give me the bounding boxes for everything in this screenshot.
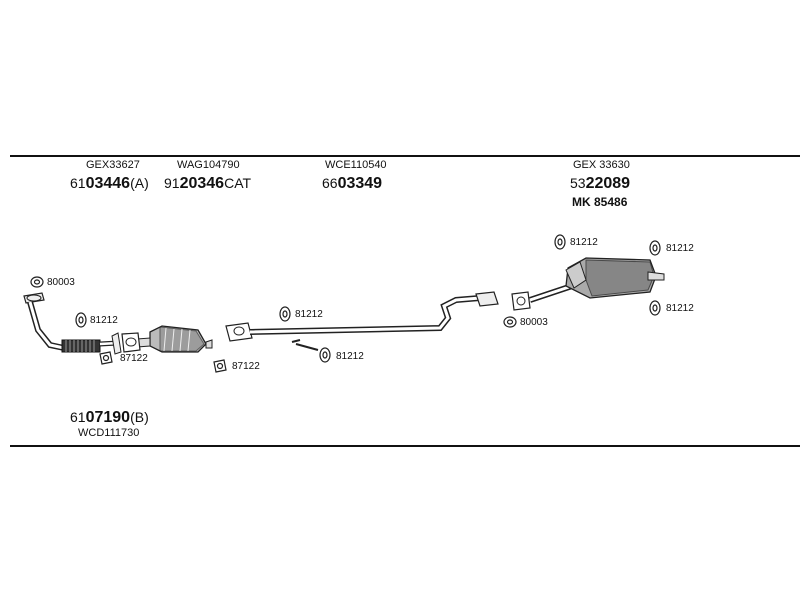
part-number: 6107190(B) [70, 410, 149, 426]
part-ref-label: WCD111730 [78, 427, 140, 439]
rubber-mount-icon [75, 312, 87, 328]
gasket-icon [99, 351, 113, 365]
clamp-ring-icon [30, 276, 44, 288]
callout-code: 81212 [336, 351, 364, 362]
callout-icons [30, 234, 661, 373]
part-number-suffix: CAT [224, 175, 252, 191]
part-number: 5322089 [570, 176, 630, 192]
rubber-mount-icon [649, 240, 661, 256]
rubber-mount-icon [554, 234, 566, 250]
callout-code: 87122 [232, 361, 260, 372]
part-number-main: 03349 [337, 175, 383, 192]
part-number-prefix: 61 [70, 409, 86, 425]
callout-code: 87122 [120, 353, 148, 364]
part-number-main: 22089 [585, 175, 631, 192]
part-number-main: 07190 [85, 409, 131, 426]
part-number-prefix: 61 [70, 175, 86, 191]
part-number-prefix: 91 [164, 175, 180, 191]
part-ref-label: GEX 33630 [573, 159, 630, 171]
middle-pipe [225, 291, 499, 351]
part-number-suffix: (A) [130, 175, 149, 191]
part-number-prefix: 66 [322, 175, 338, 191]
part-number: 6603349 [322, 176, 382, 192]
callout-code: 80003 [47, 277, 75, 288]
part-number: 9120346CAT [164, 176, 251, 192]
part-number: 6103446(A) [70, 176, 149, 192]
part-ref-label: GEX33627 [86, 159, 140, 171]
part-mk-number: MK 85486 [572, 195, 628, 209]
part-ref-label: WCE110540 [325, 159, 387, 171]
part-ref-label: WAG104790 [177, 159, 240, 171]
rear-silencer [511, 257, 665, 311]
part-number-main: 20346 [179, 175, 225, 192]
rubber-mount-icon [649, 300, 661, 316]
callout-code: 81212 [666, 303, 694, 314]
rubber-mount-icon [319, 347, 331, 363]
callout-code: 81212 [666, 243, 694, 254]
gasket-icon [213, 359, 227, 373]
part-number-suffix: (B) [130, 409, 149, 425]
callout-code: 80003 [520, 317, 548, 328]
clamp-ring-icon [503, 316, 517, 328]
callout-code: 81212 [90, 315, 118, 326]
callout-code: 81212 [295, 309, 323, 320]
callout-code: 81212 [570, 237, 598, 248]
catalytic-converter [121, 325, 213, 353]
part-number-main: 03446 [85, 175, 131, 192]
front-pipe [23, 292, 122, 355]
part-number-prefix: 53 [570, 175, 586, 191]
rubber-mount-icon [279, 306, 291, 322]
